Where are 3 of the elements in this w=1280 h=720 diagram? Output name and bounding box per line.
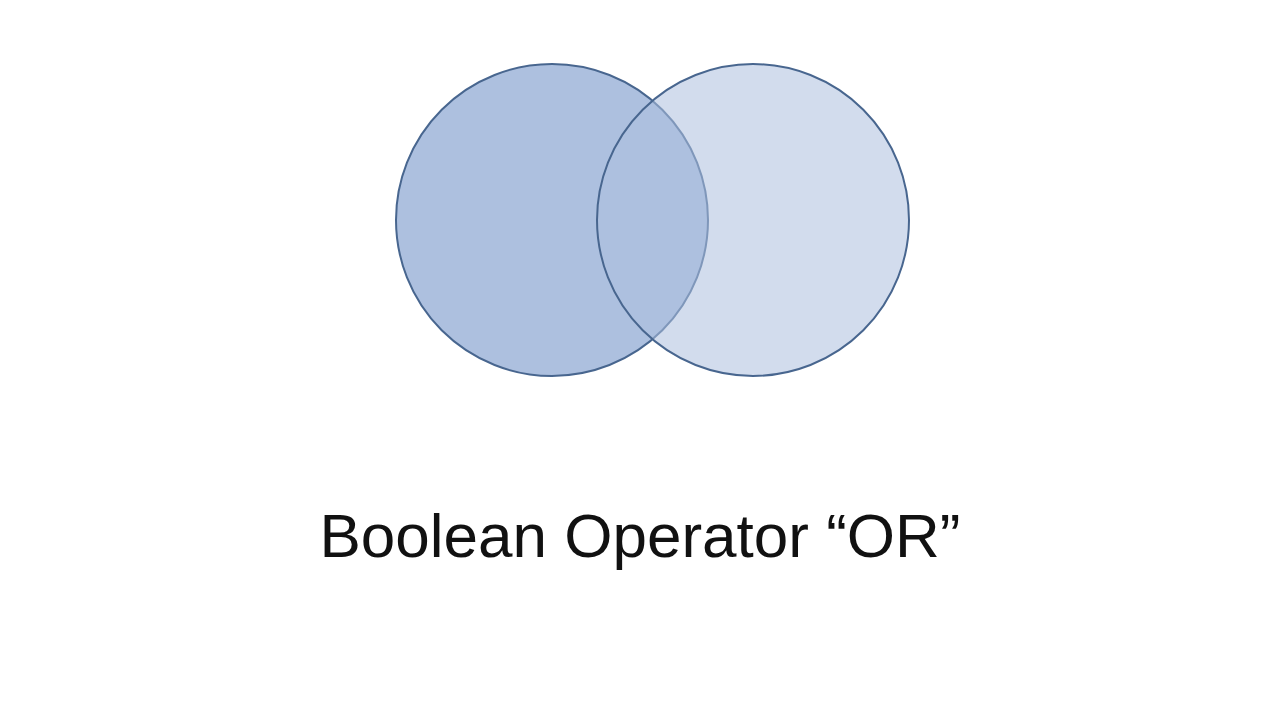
venn-circle bbox=[395, 63, 709, 377]
caption: Boolean Operator “OR” bbox=[318, 500, 962, 572]
venn-circle bbox=[596, 63, 910, 377]
